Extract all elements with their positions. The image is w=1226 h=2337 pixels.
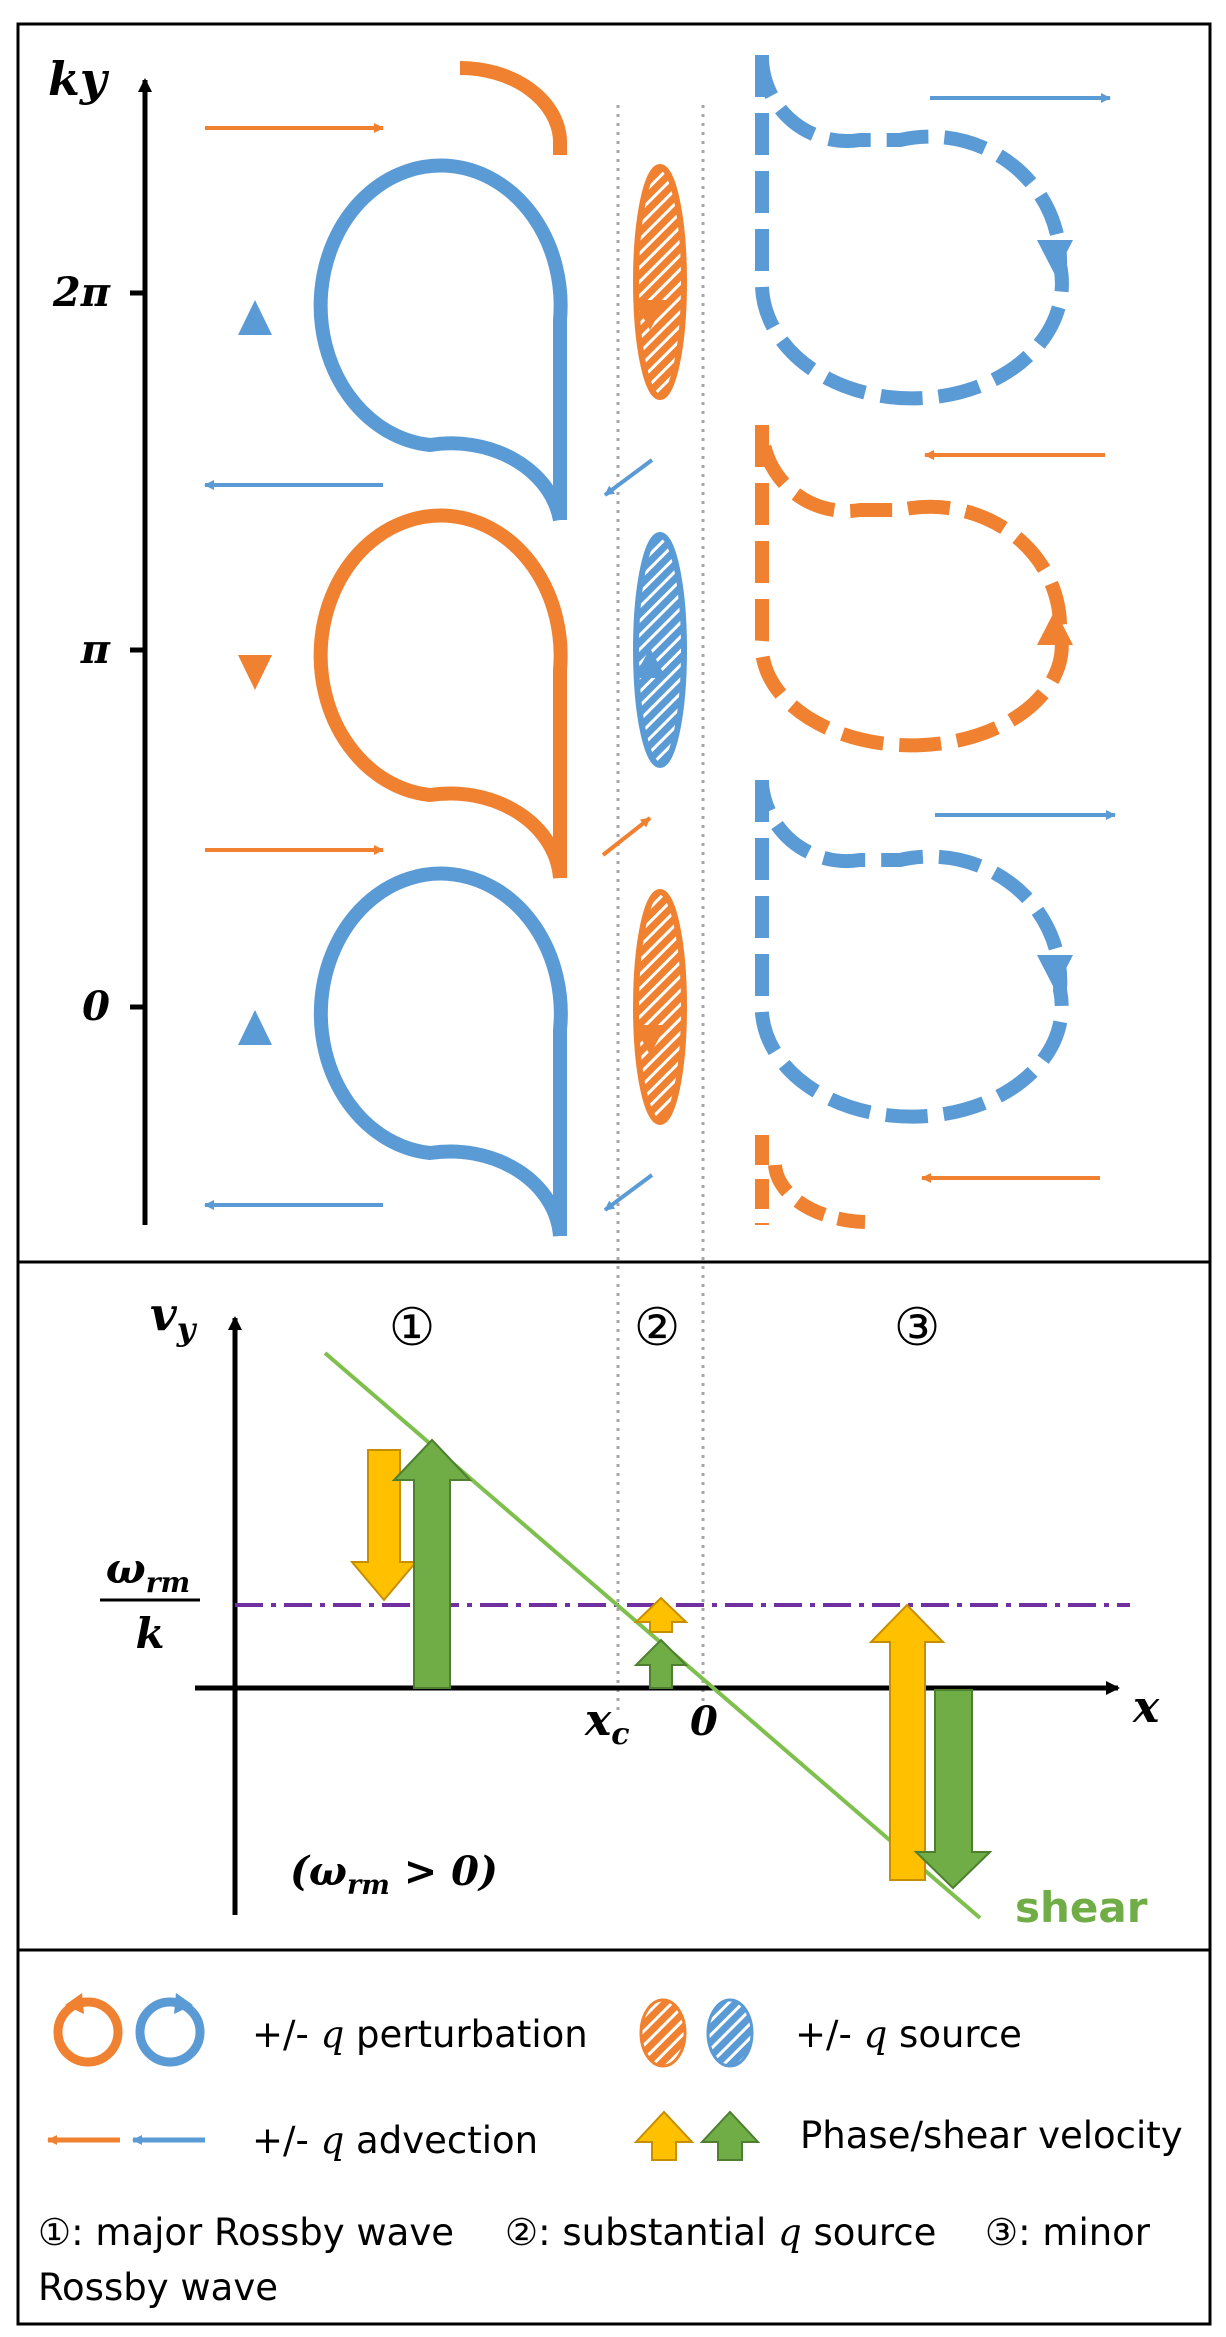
shear-velocity-arrow-region2 [633,1638,689,1689]
shear-velocity-arrow-region3 [913,1689,993,1890]
xc-label: xc [584,1695,630,1752]
blue-small-advection-arrow-upper [603,458,654,497]
tick-label-2pi: 2π [52,269,111,316]
blue-small-advection-arrow-lower [603,1173,654,1212]
ky-axis-label: ky [48,52,110,106]
vy-axis-label: vy [150,1287,198,1348]
origin-zero-label: 0 [690,1698,718,1745]
phase-speed-numerator: ωrm [106,1544,190,1599]
legend-velocity-text: Phase/shear velocity [800,2114,1183,2157]
region-label-1: ① [389,1298,436,1358]
note-substantial-source: ②: substantial q source [505,2211,936,2254]
orange-source-ellipse-top [633,164,687,400]
orange-loop-arrowhead-middle [238,655,272,690]
tick-label-pi: π [80,626,111,673]
note-major-rossby: ①: major Rossby wave [38,2211,454,2254]
condition-label: (ωrm > 0) [290,1848,498,1901]
shear-velocity-icon [699,2110,761,2161]
x-axis-label: x [1132,1682,1160,1733]
orange-source-arrow-bottom [634,1025,666,1055]
blue-perturbation-loop-upper [313,158,568,522]
orange-dashed-partial-bottom [755,1135,866,1229]
orange-source-ellipse-bottom [633,889,687,1125]
legend-perturbation-text: +/- q perturbation [252,2013,588,2056]
blue-loop-arrowhead-upper [238,300,272,335]
phase-velocity-icon [633,2110,695,2161]
blue-dashed-arrowhead-top [1037,240,1073,275]
blue-dashed-arrowhead-lower [1037,955,1073,990]
blue-source-icon [706,1998,754,2068]
top-panel: ky 2π π 0 [48,52,1116,1237]
orange-dashed-arrowhead-middle [1037,610,1073,645]
orange-source-icon [639,1998,687,2068]
region-label-3: ③ [894,1298,941,1358]
blue-perturbation-icon [135,1993,205,2067]
legend-panel: +/- q perturbation +/- q source +/- q ad… [38,1993,1183,2309]
orange-source-arrow-top [634,300,666,330]
orange-perturbation-loop-middle [313,508,568,879]
blue-perturbation-loop-lower [313,866,568,1237]
orange-perturbation-icon [53,1993,123,2067]
tick-label-0: 0 [82,983,110,1030]
orange-perturbation-partial-top [459,60,567,155]
blue-source-ellipse-middle [633,532,687,768]
legend-source-text: +/- q source [795,2013,1022,2056]
note-minor-rossby-cont: Rossby wave [38,2266,278,2309]
orange-small-advection-arrow [601,816,652,857]
phase-velocity-arrow-region1 [349,1449,419,1602]
note-minor-rossby: ③: minor [985,2211,1151,2254]
phase-speed-denominator: k [135,1609,164,1658]
outer-frame [16,22,1212,2326]
blue-dashed-loop-lower [754,780,1069,1124]
orange-dashed-loop-middle [754,425,1069,753]
blue-dashed-loop-top [754,55,1069,406]
phase-velocity-arrow-region3 [868,1603,946,1881]
region-label-2: ② [634,1298,681,1358]
shear-label: shear [1015,1883,1148,1932]
legend-advection-text: +/- q advection [252,2119,538,2162]
shear-velocity-arrow-region1 [391,1438,473,1689]
blue-loop-arrowhead-lower [238,1010,272,1045]
blue-source-arrow-middle [634,648,666,678]
phase-velocity-arrow-region2 [633,1596,689,1633]
middle-panel: vy x ① ② ③ ωrm k shear xc 0 (ωrm > 0) [100,1287,1160,1932]
